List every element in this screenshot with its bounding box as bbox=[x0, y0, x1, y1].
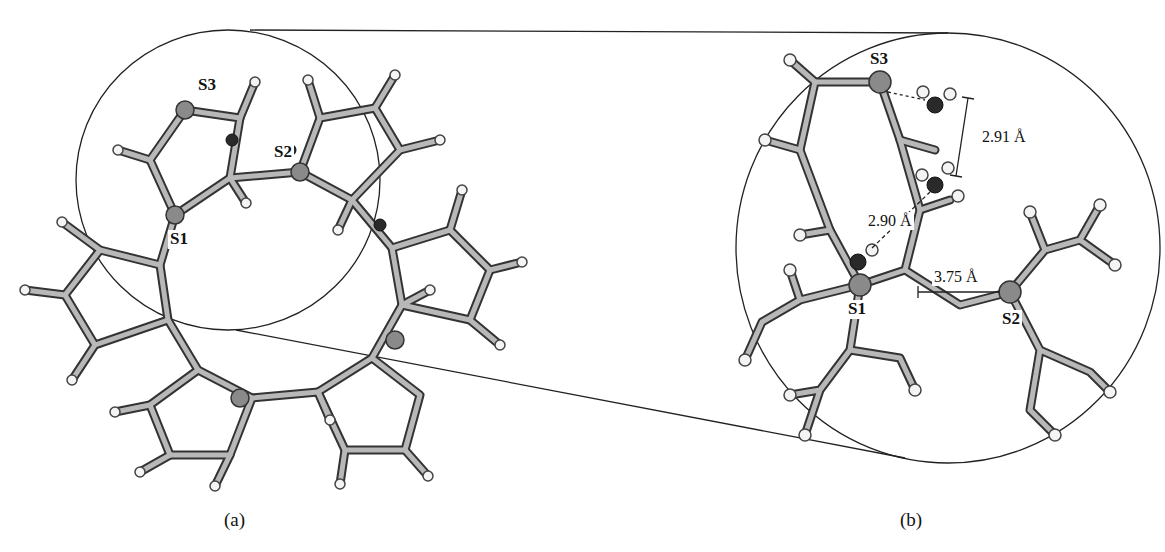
atom-label: S2 bbox=[272, 143, 294, 162]
sulfur-atoms bbox=[166, 71, 1021, 407]
distance-label: 3.75 Å bbox=[932, 268, 980, 286]
distance-label: 2.91 Å bbox=[980, 128, 1028, 146]
atom-label: S2 bbox=[1000, 310, 1022, 329]
atom-label: S3 bbox=[868, 50, 890, 69]
bond-sticks bbox=[25, 60, 1115, 486]
distance-label: 2.90 Å bbox=[866, 212, 914, 230]
distance-lines bbox=[872, 92, 1000, 298]
panel-label: (a) bbox=[222, 510, 247, 531]
atom-label: S3 bbox=[196, 76, 218, 95]
oxygen-atoms bbox=[226, 97, 943, 270]
hydrogen-atoms bbox=[20, 54, 1121, 491]
atom-label: S1 bbox=[846, 300, 868, 319]
zoom-outline bbox=[76, 30, 1160, 463]
atom-label: S1 bbox=[168, 230, 190, 249]
panel-label: (b) bbox=[898, 510, 924, 531]
